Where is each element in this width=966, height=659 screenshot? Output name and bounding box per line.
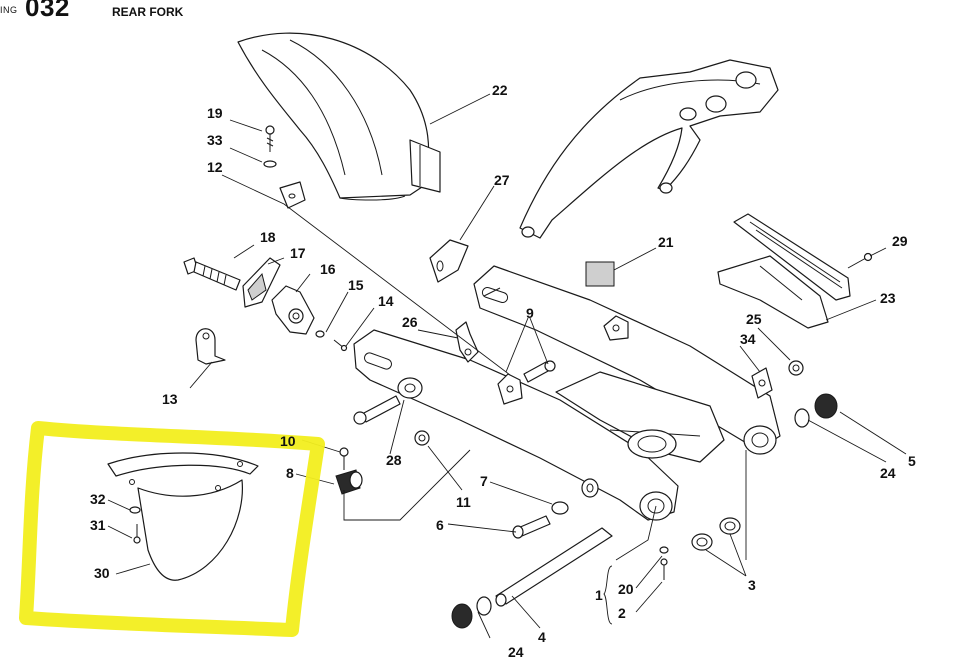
callout-12: 12 [207,159,223,175]
bushing-left-part [451,596,492,629]
callout-34: 34 [740,331,756,347]
highlight-box [19,421,325,637]
page-title: REAR FORK [112,5,184,19]
rear-mudguard-part [237,32,441,201]
bolt-9-part [523,360,556,383]
callout-21: 21 [658,234,674,250]
page-number: 032 [25,0,70,22]
footrest-23-part [717,213,851,329]
washer-33-part [263,160,277,168]
screw-31-part [133,524,141,544]
callout-33: 33 [207,132,223,148]
callout-14: 14 [378,293,394,309]
callout-11: 11 [456,494,471,510]
bolt-10-part [339,447,349,470]
callout-18: 18 [260,229,276,245]
swingarm-main-part [353,265,781,521]
sticker-21-part [585,261,615,287]
callout-26: 26 [402,314,418,330]
callout-30: 30 [94,565,110,581]
axle-4-part [495,527,613,607]
callout-1: 1 [595,587,603,603]
screw-19-part [265,125,275,152]
washer-32-part [129,506,141,514]
callout-6: 6 [436,517,444,533]
bracket-12-part [279,181,306,209]
callout-16: 16 [320,261,336,277]
callout-24-right: 24 [880,465,896,481]
callout-9: 9 [526,305,534,321]
screw-29-part [847,252,873,269]
callout-22: 22 [492,82,508,98]
callout-3: 3 [748,577,756,593]
header-prefix: ING [0,5,18,15]
washer-7-part [551,478,599,515]
nut-11-part [414,430,430,446]
clamp-16-part [271,285,315,335]
bolt-6-part [512,515,551,539]
callout-29: 29 [892,233,908,249]
callout-15: 15 [348,277,364,293]
callout-25: 25 [746,311,762,327]
callout-23: 23 [880,290,896,306]
callout-24-bottom: 24 [508,644,524,659]
callout-28: 28 [386,452,402,468]
callout-4: 4 [538,629,546,645]
bushing-5-24-part [794,393,838,428]
washer-15-part [315,330,325,338]
callout-10: 10 [280,433,296,449]
bolt-28-part [353,395,401,425]
callout-31: 31 [90,517,106,533]
leader-lines [107,93,907,639]
callout-labels: 1 2 3 4 5 6 7 8 9 10 11 12 13 14 15 16 1… [90,82,916,659]
callout-5: 5 [908,453,916,469]
callout-17: 17 [290,245,306,261]
callout-2: 2 [618,605,626,621]
callout-13: 13 [162,391,178,407]
bracket-17-part [242,257,281,308]
bolts-20-2-part [659,546,669,580]
bracket-13-part [195,328,226,365]
bolt-18-part [183,257,241,291]
callout-7: 7 [480,473,488,489]
callout-32: 32 [90,491,106,507]
callout-20: 20 [618,581,634,597]
chain-guard-arm-part [519,59,779,239]
screw-14-part [333,339,348,352]
bracket-8-part [335,469,363,495]
parts-34-25-part [751,360,804,399]
washers-3-part [691,517,741,551]
callout-27: 27 [494,172,510,188]
plate-27-part [429,239,469,283]
callout-8: 8 [286,465,294,481]
callout-19: 19 [207,105,223,121]
mudguard-30-part [107,452,259,581]
